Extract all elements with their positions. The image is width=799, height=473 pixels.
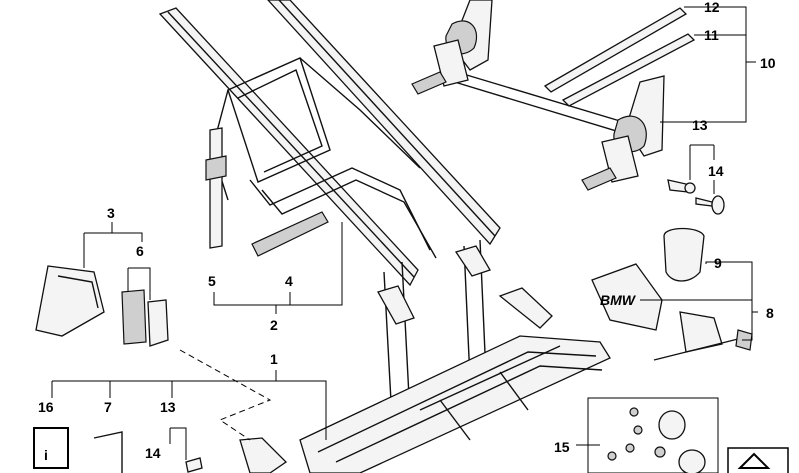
info-icon-glyph: i xyxy=(44,447,48,463)
callout-12: 12 xyxy=(704,0,720,15)
callout-6: 6 xyxy=(136,243,144,259)
holder-clamp-and-bracket: BMW xyxy=(591,227,753,361)
callout-1: 1 xyxy=(270,351,278,367)
carrier-main-frame xyxy=(158,0,501,287)
callout-13-upper: 13 xyxy=(692,117,708,133)
tension-strap-and-pad xyxy=(205,127,329,257)
callout-numbers: 1 2 3 4 5 6 7 8 9 10 11 12 13 13 14 14 1… xyxy=(38,0,776,461)
callout-11: 11 xyxy=(704,27,719,43)
callout-2: 2 xyxy=(270,317,278,333)
bracket-brand-label: BMW xyxy=(600,292,637,308)
lock-housing-and-covers xyxy=(35,265,169,347)
callout-4: 4 xyxy=(285,273,293,289)
callout-14-lower: 14 xyxy=(145,445,161,461)
clamp-arm-assembly xyxy=(411,0,696,191)
carrier-base-platform xyxy=(239,239,611,473)
info-icon: i xyxy=(33,427,69,469)
callout-9: 9 xyxy=(714,255,722,271)
hex-key-and-bolt-lower xyxy=(93,431,203,473)
callout-8: 8 xyxy=(766,305,774,321)
fastener-parts-box xyxy=(587,397,719,473)
leader-lines xyxy=(51,6,758,460)
callout-5: 5 xyxy=(208,273,216,289)
callout-15: 15 xyxy=(554,439,570,455)
callout-7: 7 xyxy=(104,399,112,415)
warning-sign-icon xyxy=(727,447,789,473)
callout-10: 10 xyxy=(760,55,776,71)
callout-14-upper: 14 xyxy=(708,163,724,179)
callout-16: 16 xyxy=(38,399,54,415)
bolt-and-knob-upper xyxy=(667,179,725,215)
callout-3: 3 xyxy=(107,205,115,221)
callout-13-lower: 13 xyxy=(160,399,176,415)
